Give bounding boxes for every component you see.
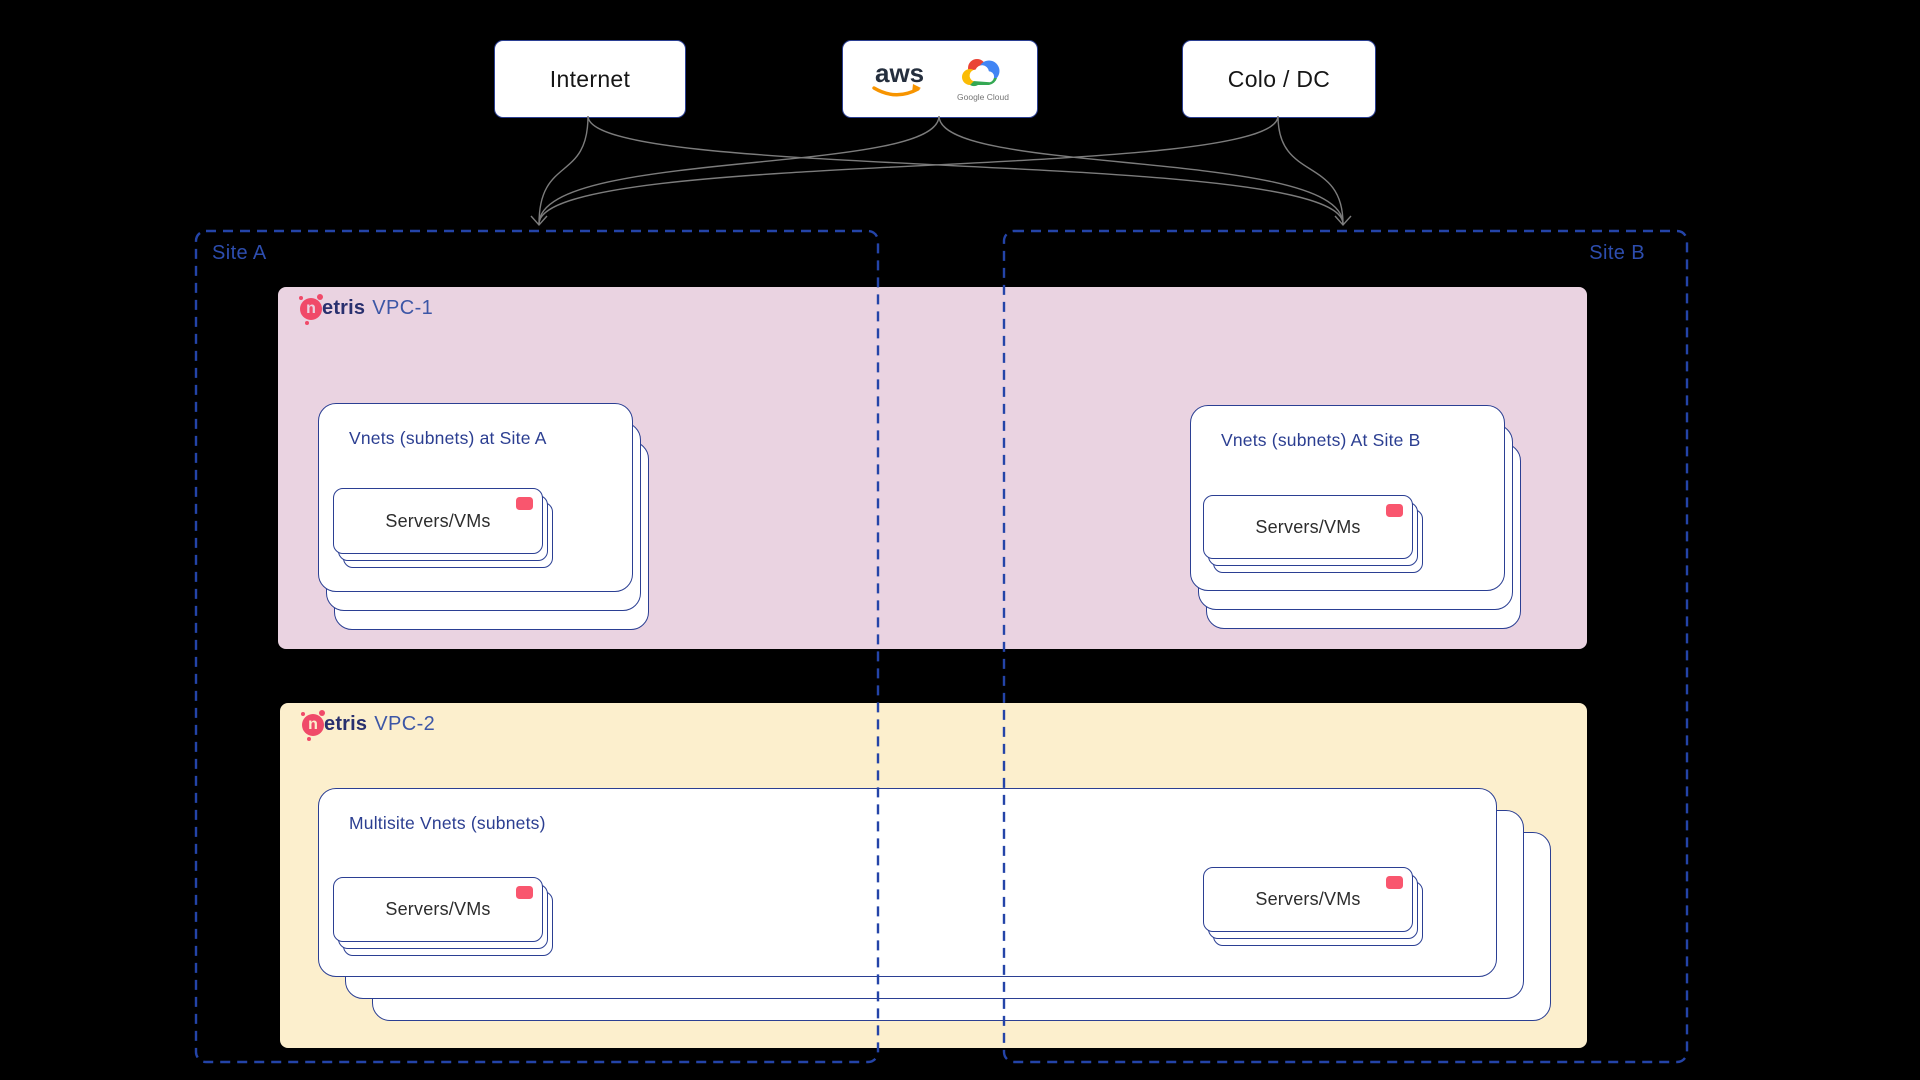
vpc2-header: n etris VPC-2 [301, 709, 436, 741]
server-badge-icon [516, 886, 533, 899]
netris-wordmark: etris [324, 713, 368, 735]
netris-logo-dot [299, 295, 303, 300]
arrowhead-icon [530, 215, 548, 227]
servers-card-front: Servers/VMs [333, 488, 543, 554]
connector-path [938, 115, 1344, 225]
servers-label: Servers/VMs [1255, 516, 1361, 537]
servers-label: Servers/VMs [385, 510, 491, 531]
internet-node: Internet [494, 40, 686, 118]
connector-path [587, 115, 1344, 225]
connector-path [1277, 115, 1344, 225]
multisite-vnet-title: Multisite Vnets (subnets) [349, 813, 546, 833]
vpc1-header: n etris VPC-1 [299, 293, 434, 325]
internet-label: Internet [549, 65, 631, 92]
aws-logo-text: aws [875, 58, 924, 88]
vnet-site-b-title: Vnets (subnets) At Site B [1221, 430, 1421, 450]
netris-logo: n etris [299, 293, 366, 325]
netris-logo-dot [305, 320, 309, 325]
netris-logo: n etris [301, 709, 368, 741]
servers-card-site-a: Servers/VMs [333, 488, 553, 568]
netris-logo-n: n [306, 299, 316, 317]
vnet-site-a-title: Vnets (subnets) at Site A [349, 428, 547, 448]
arrowhead-icon [1334, 215, 1352, 227]
servers-card-multisite-right: Servers/VMs [1203, 867, 1423, 946]
server-badge-icon [1386, 504, 1403, 517]
vpc1-name: VPC-1 [372, 297, 434, 319]
netris-logo-dot [307, 736, 311, 741]
site-a-label: Site A [212, 242, 267, 264]
netris-logo-icon: n [299, 293, 323, 325]
connector-path [538, 115, 589, 225]
server-badge-icon [516, 497, 533, 510]
servers-card-front: Servers/VMs [1203, 495, 1413, 559]
vpc2-name: VPC-2 [374, 713, 436, 735]
servers-card-front: Servers/VMs [1203, 867, 1413, 932]
netris-logo-dot [319, 709, 325, 716]
site-b-label: Site B [1589, 242, 1645, 264]
server-badge-icon [1386, 876, 1403, 889]
colo-dc-label: Colo / DC [1227, 65, 1331, 92]
colo-dc-node: Colo / DC [1182, 40, 1376, 118]
servers-label: Servers/VMs [385, 899, 491, 919]
netris-wordmark: etris [322, 297, 366, 319]
netris-logo-dot [317, 293, 323, 300]
aws-logo-icon: aws [872, 58, 924, 97]
connector-path [538, 115, 1279, 225]
google-cloud-logo-icon: Google Cloud [957, 59, 1009, 102]
netris-logo-dot [301, 711, 305, 716]
netris-logo-n: n [308, 715, 318, 733]
google-cloud-label: Google Cloud [957, 92, 1009, 102]
servers-card-site-b: Servers/VMs [1203, 495, 1423, 573]
netris-logo-icon: n [301, 709, 325, 741]
public-clouds-node: aws Google Cloud [842, 40, 1038, 118]
aws-arrow-icon [912, 84, 921, 93]
connector-path [538, 115, 940, 225]
servers-card-multisite-left: Servers/VMs [333, 877, 553, 956]
gcp-cloud-cutout [969, 65, 995, 83]
servers-card-front: Servers/VMs [333, 877, 543, 942]
servers-label: Servers/VMs [1255, 889, 1361, 909]
